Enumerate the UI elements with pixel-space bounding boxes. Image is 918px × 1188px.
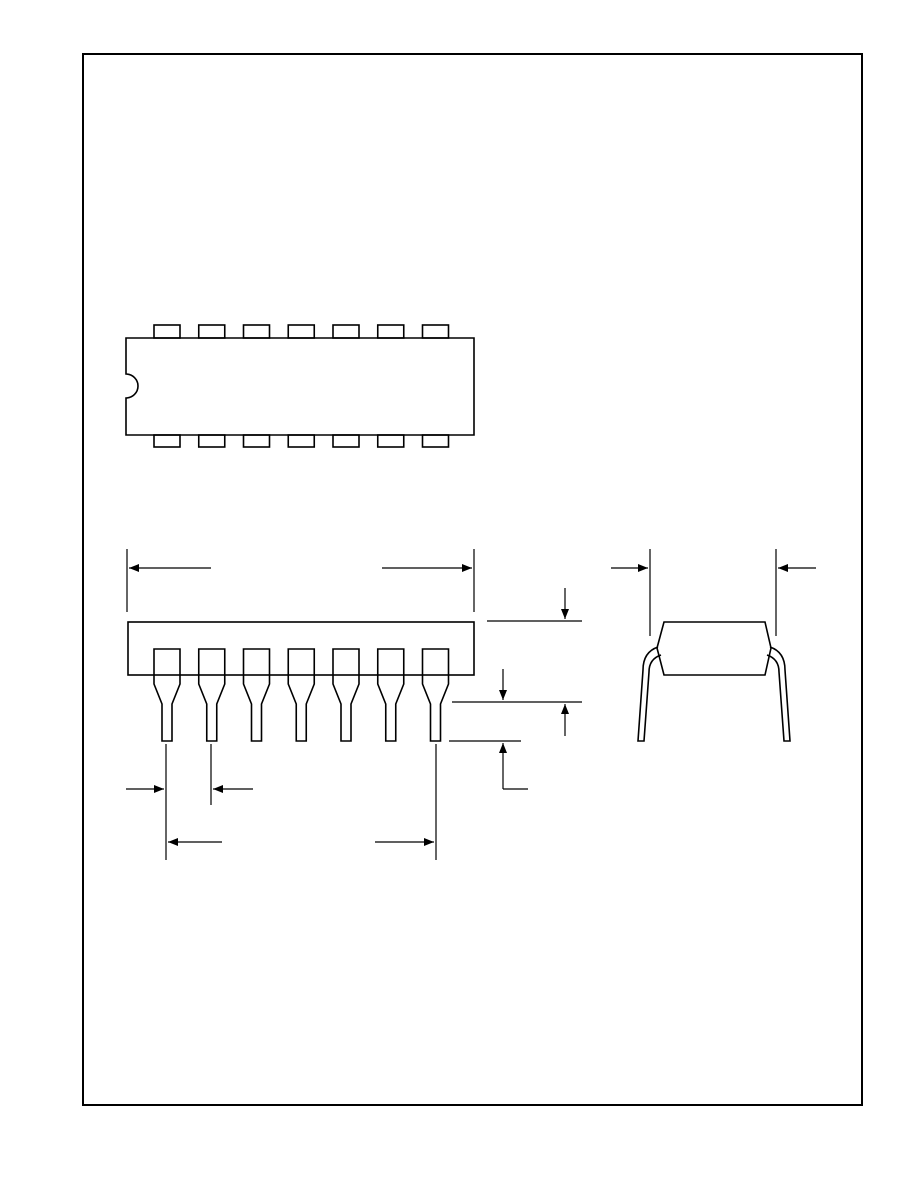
top-lead-lower — [332, 434, 360, 448]
front-lead — [153, 648, 181, 742]
front-view-body — [127, 621, 475, 676]
top-lead-upper — [197, 324, 226, 339]
side-view — [611, 549, 816, 742]
front-view-leads — [153, 648, 450, 742]
top-view — [125, 324, 475, 448]
top-lead-lower — [376, 434, 405, 448]
top-lead-lower — [242, 434, 271, 448]
side-view-right-lead — [766, 646, 791, 742]
top-view-lower-leads — [153, 434, 450, 448]
top-view-body — [125, 337, 475, 436]
top-lead-upper — [332, 324, 360, 339]
front-lead — [376, 648, 405, 742]
top-lead-lower — [287, 434, 316, 448]
front-lead — [242, 648, 271, 742]
front-lead — [287, 648, 316, 742]
top-lead-lower — [421, 434, 450, 448]
top-lead-lower — [197, 434, 226, 448]
top-lead-upper — [242, 324, 271, 339]
top-lead-upper — [421, 324, 450, 339]
top-view-upper-leads — [153, 324, 450, 339]
top-lead-upper — [153, 324, 181, 339]
side-view-left-lead — [637, 646, 662, 742]
lead-span-dimension — [168, 744, 437, 860]
package-width-dimension — [611, 549, 816, 636]
lead-width-dimension — [126, 744, 253, 860]
front-view — [126, 549, 582, 860]
overall-length-dimension — [126, 549, 475, 612]
top-lead-upper — [287, 324, 316, 339]
front-lead — [197, 648, 226, 742]
lead-length-dimension — [449, 740, 528, 790]
top-lead-upper — [376, 324, 405, 339]
front-lead — [332, 648, 360, 742]
top-lead-lower — [153, 434, 181, 448]
front-lead — [421, 648, 450, 742]
body-height-dimension — [452, 588, 582, 736]
side-view-body — [656, 621, 772, 676]
drawing-border — [82, 53, 863, 1106]
